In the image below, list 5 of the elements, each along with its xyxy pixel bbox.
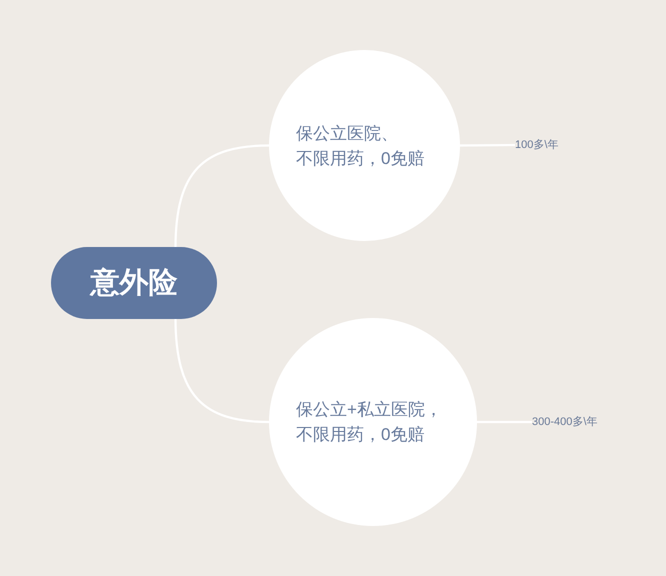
price-label: 100多\年 xyxy=(515,138,558,152)
price-label: 300-400多\年 xyxy=(532,415,598,429)
connector-line xyxy=(174,318,270,424)
connector-line xyxy=(174,144,270,248)
topic-pill: 意外险 xyxy=(51,247,217,319)
